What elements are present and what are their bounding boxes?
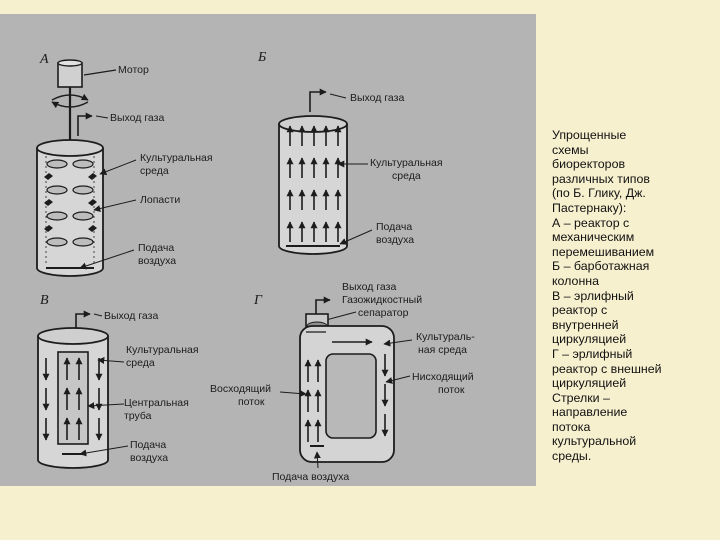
air-leader-line	[339, 229, 373, 245]
tube-label-line2: труба	[124, 410, 152, 422]
gas-outlet-arrow-icon	[75, 310, 91, 328]
panel-v-letter: В	[40, 293, 49, 308]
gas-outlet-leader-line	[329, 93, 347, 99]
medium-label-line2: среда	[392, 170, 421, 182]
gas-outlet-label: Выход газа	[110, 112, 164, 124]
gas-outlet-label: Выход газа	[104, 310, 158, 322]
gas-outlet-leader-line	[93, 313, 103, 317]
riser-label-line1: Восходящий	[210, 383, 271, 395]
caption-line: колонна	[552, 273, 600, 288]
caption-line: циркуляцией	[552, 376, 627, 391]
panel-a: А Мотор Выход газа	[36, 52, 213, 277]
caption-line: механическим	[552, 230, 635, 245]
downcomer-label-line2: поток	[438, 384, 465, 396]
medium-label-line1: Культуральная	[126, 344, 199, 356]
motor-leader-line	[83, 69, 117, 76]
air-label-line1: Подача	[130, 439, 166, 451]
riser-label-line2: поток	[238, 396, 265, 408]
medium-label-line2: среда	[140, 165, 169, 177]
medium-label-line1: Культуральная	[370, 157, 443, 169]
tube-leader-line	[87, 402, 125, 410]
caption-line: Б – барботажная	[552, 259, 650, 274]
caption-line: потока	[552, 419, 591, 434]
caption-line: перемешиванием	[552, 244, 655, 259]
caption-line: циркуляцией	[552, 332, 627, 347]
medium-leader-line	[383, 339, 413, 347]
bioreactor-figure: А Мотор Выход газа	[0, 14, 536, 486]
medium-leader-line	[99, 159, 137, 175]
medium-label-line2: ная среда	[418, 344, 467, 356]
caption-line: культуральной	[552, 434, 637, 449]
downcomer-leader-line	[385, 375, 411, 384]
caption-line: (по Б. Глику, Дж.	[552, 186, 646, 201]
caption-line: направление	[552, 405, 628, 420]
caption-line: Пастернаку):	[552, 200, 627, 215]
upflow-arrows	[286, 125, 342, 242]
panel-g: Г Выход газа Газожидкостный сепаратор Ку…	[210, 281, 475, 483]
gas-outlet-arrow-icon	[315, 296, 331, 314]
caption-line: биоректоров	[552, 157, 626, 172]
air-leader-line	[79, 445, 129, 457]
motor-icon	[57, 59, 83, 88]
caption-line: В – эрлифный	[552, 288, 634, 303]
medium-label-line1: Культуральная	[140, 152, 213, 164]
blades-label: Лопасти	[140, 194, 180, 206]
caption-line: реактор с	[552, 303, 608, 318]
blades-leader-line	[93, 199, 137, 212]
caption-line: Упрощенные	[552, 128, 627, 142]
air-label-line2: воздуха	[376, 234, 414, 246]
downcomer-label-line1: Нисходящий	[412, 371, 474, 383]
panel-g-letter: Г	[253, 293, 263, 308]
caption-line: различных типов	[552, 171, 650, 186]
internal-circulation-arrows	[42, 357, 103, 441]
caption-line: Стрелки –	[552, 390, 610, 405]
separator-label-line1: Газожидкостный	[342, 294, 422, 306]
tube-label-line1: Центральная	[124, 397, 189, 409]
gas-outlet-arrow-icon	[77, 112, 93, 136]
gas-outlet-label: Выход газа	[342, 281, 396, 293]
gas-outlet-label: Выход газа	[350, 92, 404, 104]
caption-line: Г – эрлифный	[552, 346, 633, 361]
medium-label-line1: Культураль-	[416, 331, 475, 343]
external-circulation-arrows	[304, 338, 389, 442]
panel-v: В Выход газа Культуральная среда Централ…	[37, 293, 199, 469]
rotation-arrow-icon	[51, 101, 89, 109]
separator-label-line2: сепаратор	[358, 307, 409, 319]
vessel-a	[36, 139, 104, 277]
caption-line: среды.	[552, 449, 592, 464]
air-label: Подача воздуха	[272, 471, 349, 483]
motor-label: Мотор	[118, 64, 149, 76]
air-label-line1: Подача	[376, 221, 412, 233]
air-leader-line	[79, 249, 135, 270]
air-label-line2: воздуха	[138, 255, 176, 267]
panel-b: Б Выход газа Культуральная среда Подача …	[257, 50, 443, 255]
panel-a-letter: А	[39, 52, 49, 67]
draft-tube	[57, 351, 89, 445]
flow-marks	[44, 173, 97, 232]
air-leader-line	[313, 451, 321, 469]
riser-leader-line	[279, 390, 307, 398]
rotation-arrow-icon	[51, 93, 89, 101]
loop-window	[325, 353, 377, 439]
separator-leader-line	[325, 311, 357, 321]
medium-label-line2: среда	[126, 357, 155, 369]
bioreactor-diagrams: А Мотор Выход газа	[36, 50, 475, 483]
caption-line: внутренней	[552, 317, 619, 332]
caption-line: реактор с внешней	[552, 361, 662, 376]
caption-line: А – реактор с	[552, 215, 630, 230]
panel-b-letter: Б	[257, 50, 266, 65]
vessel-b	[278, 115, 348, 255]
caption-line: схемы	[552, 142, 589, 157]
medium-leader-line	[97, 356, 125, 364]
impeller-blades	[46, 159, 94, 247]
air-label-line1: Подача	[138, 242, 174, 254]
air-label-line2: воздуха	[130, 452, 168, 464]
gas-outlet-arrow-icon	[309, 88, 327, 112]
gas-outlet-leader-line	[95, 115, 109, 119]
